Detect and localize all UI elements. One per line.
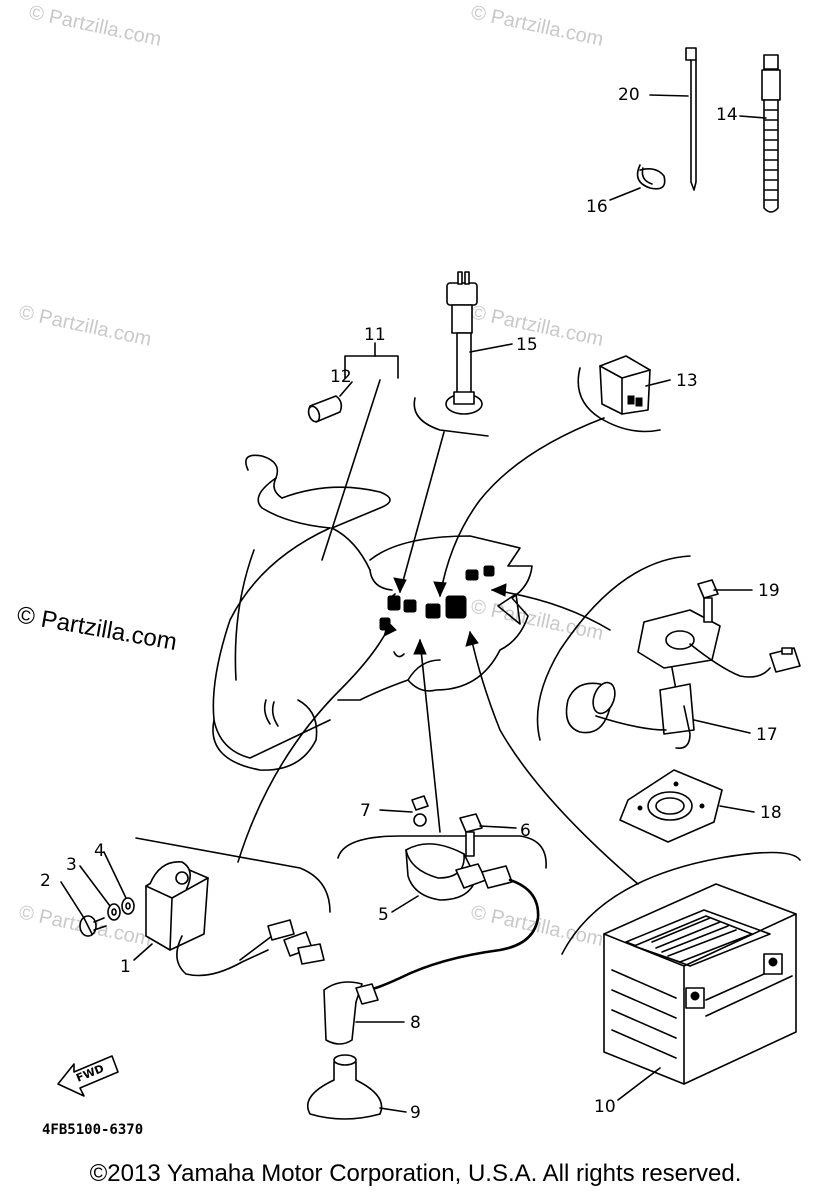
part-ignition-coil-5 — [364, 843, 540, 992]
reference-code: 4FB5100-6370 — [42, 1122, 143, 1138]
watermark: © Partzilla.com — [17, 301, 153, 351]
detail-frame-5 — [337, 835, 547, 869]
callout-4: 4 — [94, 841, 105, 861]
scooter-connectors — [379, 565, 495, 631]
callout-8: 8 — [410, 1013, 421, 1033]
callout-1: 1 — [120, 957, 131, 977]
part-cdi-unit-1 — [145, 861, 325, 977]
part-washer-4 — [121, 897, 135, 915]
leader-lines — [237, 379, 639, 885]
part-gasket-18 — [619, 769, 723, 843]
callout-15: 15 — [516, 335, 538, 355]
callout-5: 5 — [378, 905, 389, 925]
part-plug-cap-8 — [323, 981, 379, 1045]
scooter-outline — [212, 454, 533, 771]
copyright-notice: ©2013 Yamaha Motor Corporation, U.S.A. A… — [89, 1160, 742, 1187]
callout-20: 20 — [618, 85, 640, 105]
callout-18: 18 — [760, 803, 782, 823]
fwd-arrow: FWD — [57, 1055, 119, 1097]
callout-13: 13 — [676, 371, 698, 391]
detail-frame-10 — [561, 851, 801, 955]
part-battery-10 — [603, 883, 797, 1085]
part-clamp-16 — [636, 164, 666, 190]
part-bolt-19 — [697, 579, 719, 623]
callout-16: 16 — [586, 197, 608, 217]
callout-3: 3 — [66, 855, 77, 875]
detail-frame-13 — [577, 367, 661, 433]
detail-frame-1 — [135, 837, 331, 913]
callout-6: 6 — [520, 821, 531, 841]
detail-frame-15 — [413, 397, 489, 437]
watermark: © Partzilla.com — [27, 1, 163, 51]
callout-9: 9 — [410, 1103, 421, 1123]
detail-frame-17 — [536, 555, 691, 741]
callout-10: 10 — [594, 1097, 616, 1117]
part-washer-3 — [107, 903, 121, 921]
part-fuel-sender-17 — [565, 609, 801, 750]
part-sender-15 — [445, 271, 483, 415]
callout-12: 12 — [330, 367, 352, 387]
callout-leaders — [60, 94, 767, 1113]
part-fuse-12 — [307, 395, 343, 423]
callout-bracket-11 — [344, 355, 399, 379]
part-bolt-6 — [459, 813, 483, 857]
callout-7: 7 — [360, 801, 371, 821]
part-cap-boot-9 — [306, 1054, 383, 1120]
watermark: © Partzilla.com — [469, 1, 605, 51]
part-bolt-7 — [411, 795, 429, 827]
callout-11: 11 — [364, 325, 386, 345]
watermark-main: © Partzilla.com — [15, 601, 179, 656]
part-band-14 — [761, 54, 781, 213]
part-relay-13 — [599, 355, 651, 415]
callout-14: 14 — [716, 105, 738, 125]
part-screw-2 — [79, 915, 107, 937]
callout-17: 17 — [756, 725, 778, 745]
callout-19: 19 — [758, 581, 780, 601]
part-cable-tie-20 — [685, 47, 697, 191]
watermark: © Partzilla.com — [469, 595, 605, 645]
leader-arrowheads — [383, 577, 507, 655]
callout-2: 2 — [40, 871, 51, 891]
